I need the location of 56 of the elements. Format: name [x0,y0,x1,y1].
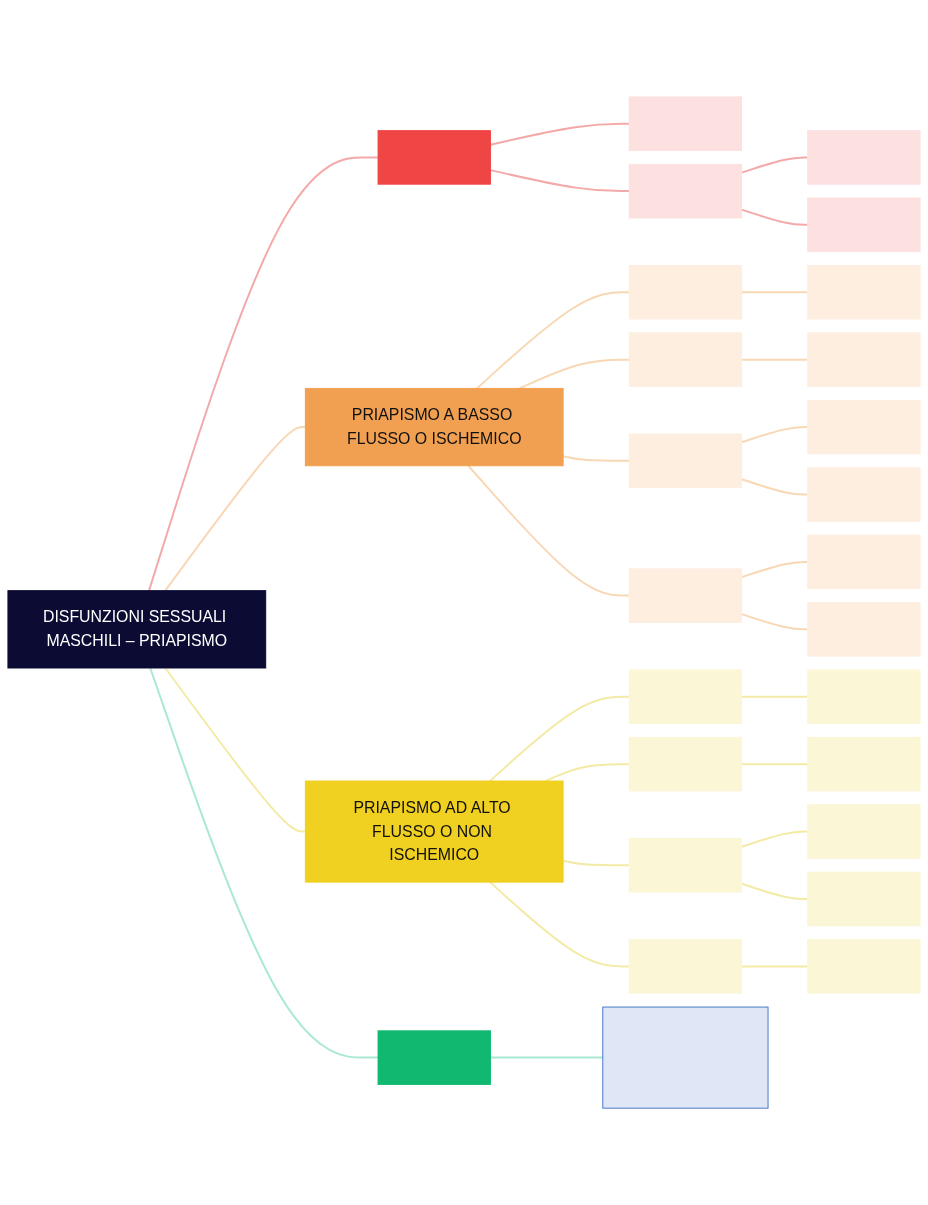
connector [740,426,809,444]
node-box [628,163,743,219]
node-box [628,264,743,320]
node-box [628,736,743,792]
connector [740,478,809,496]
connector [740,560,809,579]
node-box [377,130,491,185]
connector [740,208,809,226]
node-box [628,568,743,623]
connector [489,169,631,193]
node-box [628,96,743,151]
node-box [807,130,921,185]
node-box: DISFUNZIONI SESSUALI MASCHILI – PRIAPISMO [7,590,267,669]
node-box [628,433,743,488]
connector [740,763,809,766]
node-box [807,669,921,724]
node-box [628,332,743,387]
connector [740,965,809,968]
connector [740,695,809,698]
connector [740,358,809,361]
connector [518,358,631,390]
node-box [628,669,743,724]
connector [740,830,809,848]
node-box [377,1030,491,1085]
node-box [807,939,921,994]
node-box [807,467,921,522]
node-box: PRIAPISMO AD ALTO FLUSSO O NON ISCHEMICO [304,780,564,883]
connector [149,666,380,1059]
connector [740,156,809,174]
node-box [807,399,921,455]
connector [740,613,809,631]
node-box [807,736,921,792]
connector [475,291,631,390]
connector [740,882,809,900]
node-box [807,602,921,657]
connector [562,455,631,462]
connector [489,122,631,146]
node-box [807,197,921,253]
connector [489,695,631,782]
node-box [807,871,921,927]
connector [489,881,631,968]
connector [562,859,631,867]
node-box [602,1006,769,1109]
node-box [807,332,921,387]
node-box [807,804,921,859]
connector [740,291,809,294]
node-box: PRIAPISMO A BASSO FLUSSO O ISCHEMICO [304,387,564,467]
node-box [628,837,743,893]
node-box [807,534,921,590]
connector [489,1056,604,1059]
connector [164,666,307,833]
node-box [807,264,921,320]
connector [164,426,307,592]
node-box [628,939,743,994]
connector [467,464,631,597]
connector [148,156,380,592]
